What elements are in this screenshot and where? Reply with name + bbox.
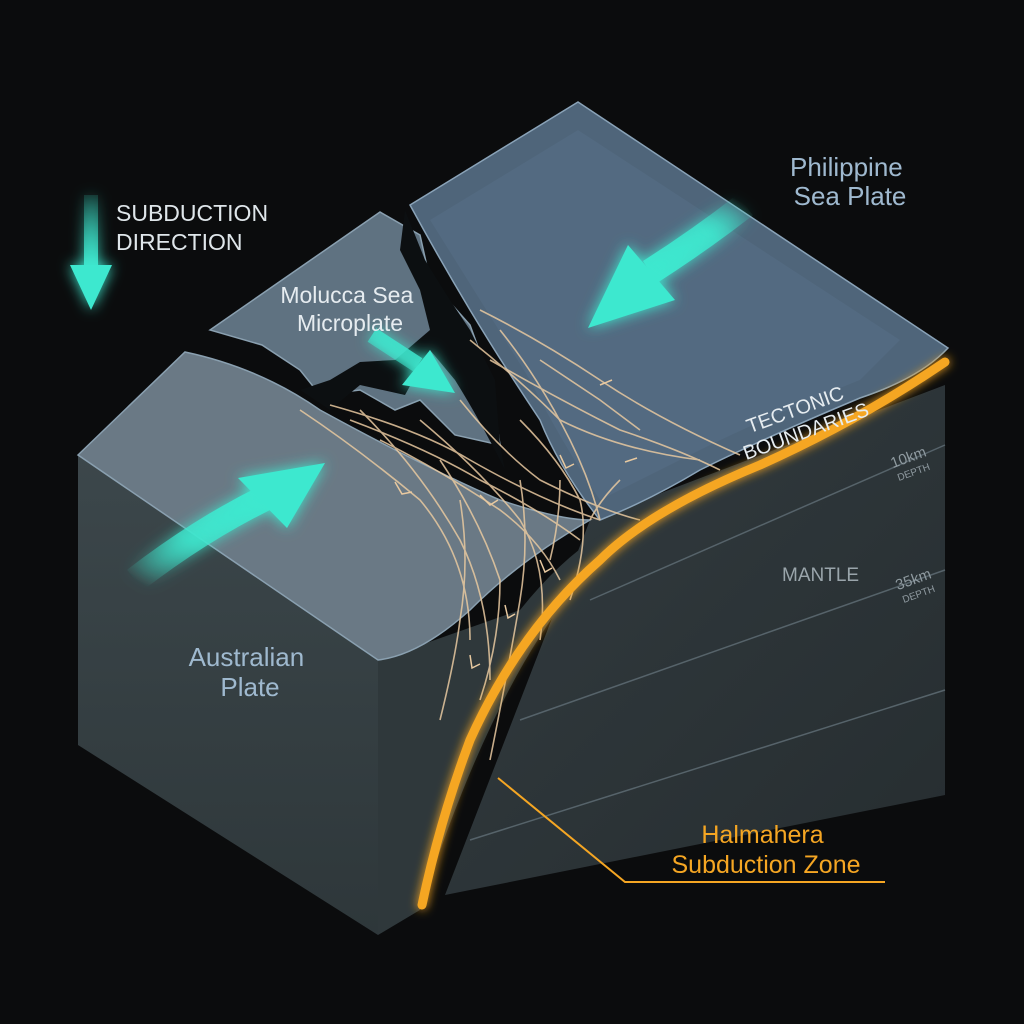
australian-plate-top [76, 351, 593, 661]
arrow-icon [588, 194, 753, 328]
australian-plate-label: Australian Plate [189, 642, 312, 702]
arrow-icon [70, 195, 112, 310]
depth-line-35km [519, 569, 946, 721]
depth-line-10km [589, 444, 946, 601]
fault-lines [299, 309, 741, 761]
plate-crack [300, 210, 505, 470]
halmahera-subduction-line [417, 357, 950, 910]
depth-line-deep [469, 689, 946, 841]
mantle-label: MANTLE [782, 565, 859, 586]
arrow-icon [367, 328, 455, 393]
halmahera-leader-line [497, 777, 885, 883]
arrow-icon [127, 463, 325, 591]
mantle-side-face [445, 385, 945, 895]
molucca-plate-label: Molucca Sea Microplate [280, 282, 419, 336]
halmahera-zone-label: Halmahera Subduction Zone [671, 821, 860, 879]
philippine-plate-label: Philippine Sea Plate [790, 152, 910, 211]
subduction-direction-label: SUBDUCTION DIRECTION [116, 200, 274, 255]
fault-arrows [394, 379, 638, 670]
